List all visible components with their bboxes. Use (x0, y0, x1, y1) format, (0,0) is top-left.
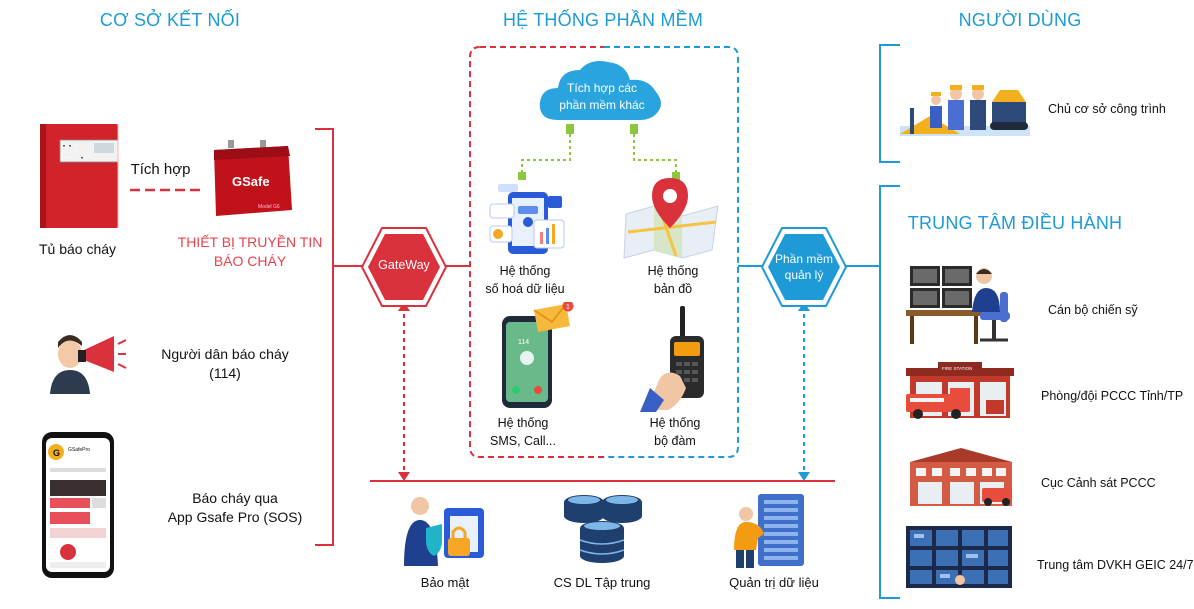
management-label: Phần mềm quản lý (760, 251, 848, 283)
left-bracket (315, 128, 334, 546)
megaphone-citizen-icon (48, 326, 128, 396)
cloud-label: Tích hợp các phần mềm khác (536, 80, 668, 114)
radio-label-line1: Hệ thống (649, 416, 701, 430)
notification-count: 1 (566, 304, 570, 311)
app-label: Báo cháy qua App Gsafe Pro (SOS) (140, 489, 330, 527)
data-admin-label: Quản trị dữ liệu (729, 575, 819, 590)
command-bracket (879, 185, 900, 599)
central-db-label: CS DL Tập trung (553, 575, 651, 590)
officer-desk-icon (904, 262, 1016, 346)
fire-alarm-panel-icon (36, 122, 121, 232)
cloud-label-line2: phần mềm khác (559, 98, 645, 112)
gateway-hexagon: GateWay (360, 226, 448, 308)
integration-label: Tích hợp (130, 161, 191, 178)
gateway-label: GateWay (378, 258, 430, 272)
app-label-line2: App Gsafe Pro (SOS) (167, 509, 303, 525)
device-label-line1: THIẾT BỊ TRUYỀN TIN (177, 234, 323, 250)
map-icon (620, 176, 726, 260)
gsafe-device-icon: GSafe Model G6 (210, 138, 295, 223)
province-team-label: Phòng/đội PCCC Tỉnh/TP (1041, 389, 1184, 403)
sms-label-line2: SMS, Call... (490, 434, 556, 448)
gsafe-app-phone-icon: G GSafePro (40, 430, 118, 580)
sms-label-line1: Hệ thống (497, 416, 549, 430)
map-label: Hệ thống bản đồ (620, 262, 726, 298)
app-screen-name: GSafePro (68, 447, 90, 453)
station-sign: FIRE STATION (942, 366, 972, 371)
device-label: THIẾT BỊ TRUYỀN TIN BÁO CHÁY (160, 233, 340, 271)
device-model: Model G6 (258, 204, 280, 210)
radio-label-line2: bộ đàm (654, 434, 696, 448)
map-label-line1: Hệ thống (647, 264, 699, 278)
owner-label: Chủ cơ sở công trình (1048, 102, 1166, 116)
map-label-line2: bản đồ (653, 282, 693, 296)
heading-facility: CƠ SỞ KẾT NỐI (99, 10, 241, 30)
device-brand: GSafe (232, 174, 270, 189)
heading-software: HỆ THỐNG PHẦN MỀM (502, 10, 704, 30)
security-icon (398, 490, 492, 568)
geic-label: Trung tâm DVKH GEIC 24/7 (1037, 558, 1194, 572)
fire-department-building-icon (902, 446, 1020, 508)
management-arrow-icon (798, 472, 810, 481)
construction-owner-icon (900, 72, 1030, 138)
walkie-talkie-icon (640, 304, 720, 412)
security-label: Bảo mật (420, 575, 470, 590)
sms-label: Hệ thống SMS, Call... (470, 414, 576, 450)
officer-label: Cán bộ chiến sỹ (1048, 303, 1138, 317)
app-label-line1: Báo cháy qua (192, 490, 278, 506)
management-label-line1: Phần mềm (774, 252, 834, 266)
heading-command-center: TRUNG TÂM ĐIỀU HÀNH (907, 213, 1123, 233)
central-database-icon (560, 488, 644, 568)
digitize-label-line2: số hoá dữ liệu (485, 282, 565, 296)
radio-label: Hệ thống bộ đàm (622, 414, 728, 450)
digitize-label-line1: Hệ thống (499, 264, 551, 278)
phone-number: 114 (518, 339, 529, 346)
management-label-line2: quản lý (784, 268, 824, 282)
sms-call-phone-icon: 114 1 (496, 302, 580, 410)
geic-monitoring-wall-icon (906, 526, 1012, 588)
cloud-label-line1: Tích hợp các (567, 81, 637, 95)
citizen-label-line1: Người dân báo cháy (161, 346, 289, 362)
data-admin-server-icon (728, 490, 812, 570)
department-label: Cục Cảnh sát PCCC (1041, 476, 1156, 490)
management-hexagon: Phần mềm quản lý (760, 226, 848, 308)
cloud-integration-icon: Tích hợp các phần mềm khác (536, 56, 668, 126)
citizen-label-line2: (114) (209, 365, 241, 381)
users-bracket (879, 44, 900, 163)
data-digitization-icon (488, 178, 570, 260)
citizen-label: Người dân báo cháy (114) (140, 345, 310, 383)
device-label-line2: BÁO CHÁY (213, 253, 287, 269)
gateway-arrow-icon (398, 472, 410, 481)
digitize-label: Hệ thống số hoá dữ liệu (470, 262, 580, 298)
fire-panel-label: Tủ báo cháy (38, 241, 117, 257)
heading-users: NGƯỜI DÙNG (958, 10, 1082, 30)
fire-station-province-icon: FIRE STATION (902, 360, 1020, 422)
svg-text:G: G (53, 448, 60, 458)
